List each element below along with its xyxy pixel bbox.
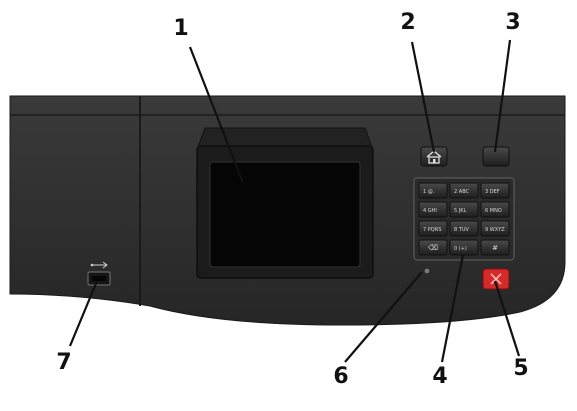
keypad-key-label: 0 (+)	[454, 246, 467, 252]
callout-7: 7	[56, 350, 72, 375]
keypad-key-8[interactable]: 8 TUV	[449, 220, 479, 237]
keypad-key-10[interactable]: ⌫	[418, 239, 448, 256]
keypad-key-3[interactable]: 3 DEF	[480, 182, 510, 199]
keypad-key-9[interactable]: 9 WXYZ	[480, 220, 510, 237]
keypad-key-label: 7 PQRS	[423, 227, 441, 233]
callout-3: 3	[505, 10, 521, 35]
keypad-key-label: ⌫	[428, 244, 438, 252]
x-icon	[490, 273, 502, 285]
keypad-key-label: 3 DEF	[485, 189, 500, 195]
keypad-key-label: 9 WXYZ	[485, 227, 505, 233]
keypad-key-6[interactable]: 6 MNO	[480, 201, 510, 218]
leader-line-2	[410, 41, 436, 153]
keypad-key-12[interactable]: #	[480, 239, 510, 256]
leader-line-3	[493, 39, 512, 153]
keypad-key-11[interactable]: 0 (+)	[449, 239, 479, 256]
callout-5: 5	[513, 356, 529, 381]
keypad-key-label: 6 MNO	[485, 208, 502, 214]
leader-line-7	[68, 280, 99, 347]
keypad-key-1[interactable]: 1 @.	[418, 182, 448, 199]
keypad-key-4[interactable]: 4 GHI	[418, 201, 448, 218]
keypad: 1 @. 2 ABC 3 DEF 4 GHI 5 JKL 6 MNO 7 PQRS 8 TUV…	[418, 182, 510, 256]
leader-line-5	[493, 280, 521, 357]
stop-cancel-button[interactable]	[482, 268, 510, 290]
usb-port[interactable]	[87, 271, 111, 286]
keypad-key-5[interactable]: 5 JKL	[449, 201, 479, 218]
leader-line-1	[188, 46, 245, 184]
touch-screen-display[interactable]	[209, 161, 361, 268]
callout-1: 1	[173, 16, 189, 41]
callout-2: 2	[400, 10, 416, 35]
keypad-key-label: 1 @.	[423, 189, 435, 195]
keypad-key-label: 2 ABC	[454, 189, 470, 195]
keypad-key-label: 8 TUV	[454, 227, 469, 233]
keypad-key-label: #	[492, 244, 498, 252]
usb-icon	[90, 261, 108, 269]
keypad-key-2[interactable]: 2 ABC	[449, 182, 479, 199]
keypad-key-label: 4 GHI	[423, 208, 437, 214]
leader-line-4	[440, 254, 465, 363]
callout-6: 6	[333, 364, 349, 389]
callout-leader-lines	[68, 39, 521, 363]
callout-4: 4	[432, 364, 448, 389]
keypad-key-label: 5 JKL	[454, 208, 467, 214]
indicator-light	[423, 267, 431, 275]
leader-line-6	[344, 271, 423, 363]
keypad-key-7[interactable]: 7 PQRS	[418, 220, 448, 237]
